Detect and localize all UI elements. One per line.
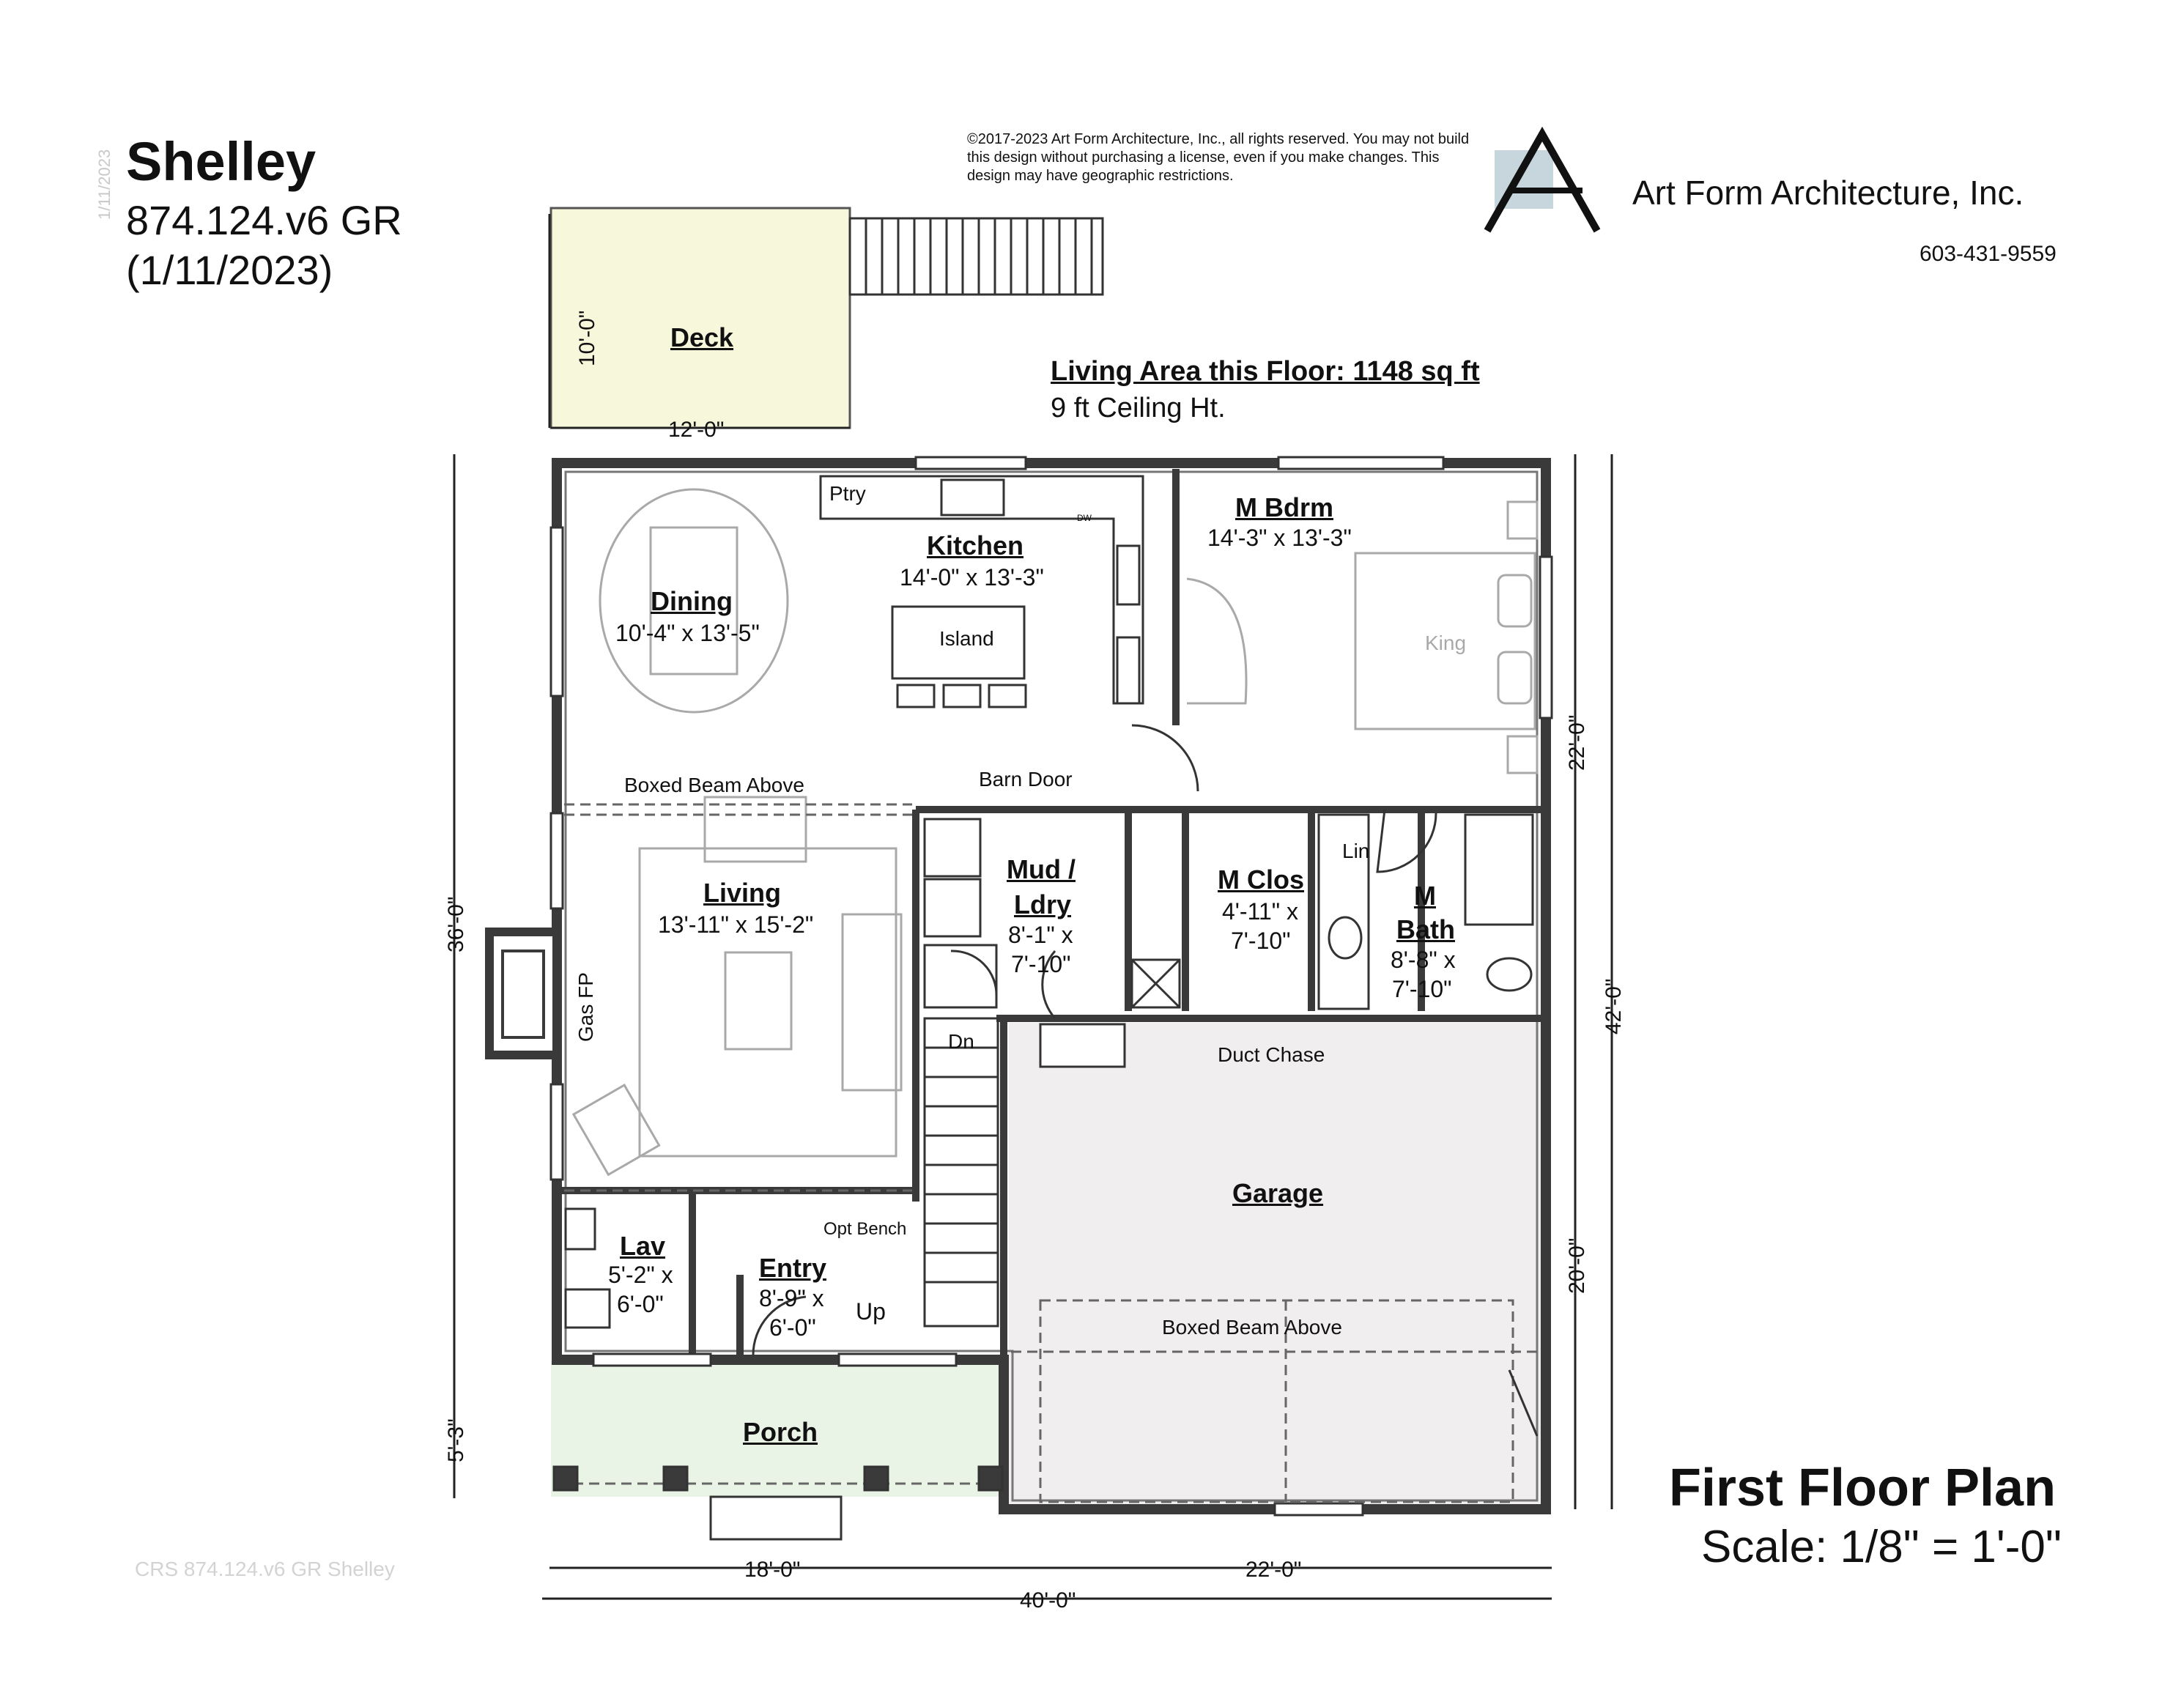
room-lav: Lav [620, 1231, 666, 1261]
room-master-bath-line2: Bath [1396, 914, 1455, 944]
label-boxed-beam: Boxed Beam Above [624, 774, 804, 796]
room-kitchen: Kitchen [927, 530, 1024, 560]
dimension-lines [453, 214, 1613, 1600]
living-area-summary: Living Area this Floor: 1148 sq ft [1051, 356, 1480, 387]
side-date: 1/11/2023 [95, 149, 114, 220]
dim-bottom-22: 22'-0" [1245, 1558, 1302, 1582]
porch-posts [552, 1465, 1004, 1492]
room-master-closet: M Clos [1218, 865, 1305, 895]
deck-area [549, 207, 851, 429]
dim-right-42: 42'-0" [1602, 978, 1626, 1034]
door-swings [752, 724, 1539, 1437]
label-ptry: Ptry [829, 482, 866, 505]
plan-title: First Floor Plan [1669, 1459, 2057, 1517]
label-opt-bench: Opt Bench [823, 1219, 907, 1239]
room-deck: Deck [670, 322, 734, 352]
room-dining: Dining [651, 586, 733, 616]
ceiling-height: 9 ft Ceiling Ht. [1051, 393, 1226, 423]
dim-right-22: 22'-0" [1565, 714, 1589, 771]
kitchen-fixtures [819, 475, 1144, 708]
label-gas-fp: Gas FP [574, 972, 597, 1042]
room-master-bath-dim1: 8'-8" x [1391, 947, 1456, 973]
living-furniture [571, 796, 903, 1177]
room-dining-dim: 10'-4" x 13'-5" [615, 620, 760, 646]
label-up: Up [856, 1298, 886, 1325]
dim-bottom-40: 40'-0" [1020, 1588, 1076, 1613]
porch-steps [709, 1495, 843, 1541]
label-king: King [1425, 632, 1467, 654]
label-island: Island [939, 627, 994, 650]
room-master-closet-dim2: 7'-10" [1231, 928, 1291, 954]
deck-stairs [848, 217, 1104, 296]
room-entry-dim2: 6'-0" [769, 1314, 816, 1341]
plan-scale: Scale: 1/8" = 1'-0" [1701, 1522, 2062, 1572]
room-entry-dim1: 8'-9" x [759, 1285, 824, 1311]
room-lav-dim1: 5'-2" x [608, 1262, 673, 1288]
room-mud-line2: Ldry [1014, 889, 1072, 919]
fireplace [485, 928, 561, 1059]
label-dw: DW [1077, 513, 1092, 523]
plan-date: (1/11/2023) [126, 247, 333, 293]
label-lin: Lin [1342, 840, 1370, 862]
company-name: Art Form Architecture, Inc. [1632, 174, 2024, 212]
footer-watermark: CRS 874.124.v6 GR Shelley [135, 1558, 395, 1580]
boxed-beam-lines [557, 803, 1537, 1503]
dim-left-36: 36'-0" [444, 896, 468, 952]
room-master-bath-line1: M [1414, 881, 1436, 911]
room-lav-dim2: 6'-0" [617, 1291, 664, 1317]
copyright-notice: ©2017-2023 Art Form Architecture, Inc., … [967, 131, 1470, 184]
room-master-closet-dim1: 4'-11" x [1222, 898, 1299, 925]
room-master-bedroom-dim: 14'-3" x 13'-3" [1207, 525, 1352, 551]
porch-area [551, 1361, 1003, 1497]
room-master-bedroom: M Bdrm [1235, 492, 1333, 522]
bath-fixtures [564, 813, 1534, 1329]
label-dn: Dn [948, 1030, 974, 1053]
exterior-walls-inner [564, 470, 1539, 1502]
dim-bottom-18: 18'-0" [744, 1558, 801, 1582]
room-porch: Porch [743, 1417, 818, 1447]
room-entry: Entry [759, 1253, 827, 1283]
label-barn-door: Barn Door [979, 768, 1073, 791]
dim-deck-width: 12'-0" [668, 418, 725, 442]
dim-right-20: 20'-0" [1565, 1237, 1589, 1294]
label-duct-chase: Duct Chase [1218, 1043, 1325, 1066]
plan-name: Shelley [126, 131, 317, 192]
dining-furniture [599, 488, 789, 714]
room-mud-dim1: 8'-1" x [1008, 922, 1073, 948]
room-mud-dim2: 7'-10" [1011, 951, 1071, 977]
dim-left-5-3: 5'-3" [444, 1418, 468, 1462]
dim-deck-depth: 10'-0" [575, 310, 599, 366]
bedroom-furniture [1186, 500, 1539, 774]
room-living-dim: 13'-11" x 15'-2" [658, 911, 814, 938]
room-garage: Garage [1232, 1178, 1324, 1208]
interior-walls [557, 469, 1542, 1509]
windows [549, 456, 1553, 1517]
room-living: Living [703, 878, 781, 908]
label-boxed-beam-garage: Boxed Beam Above [1162, 1316, 1342, 1339]
company-logo-mark [1484, 126, 1601, 233]
plan-code: 874.124.v6 GR [126, 197, 402, 243]
room-kitchen-dim: 14'-0" x 13'-3" [900, 564, 1044, 591]
garage-area [1009, 1023, 1550, 1514]
room-master-bath-dim2: 7'-10" [1392, 976, 1452, 1002]
laundry-and-stairs [923, 818, 1126, 1328]
room-mud-line1: Mud / [1007, 854, 1076, 884]
company-phone: 603-431-9559 [1920, 242, 2057, 266]
duct-chase [1130, 958, 1181, 1009]
